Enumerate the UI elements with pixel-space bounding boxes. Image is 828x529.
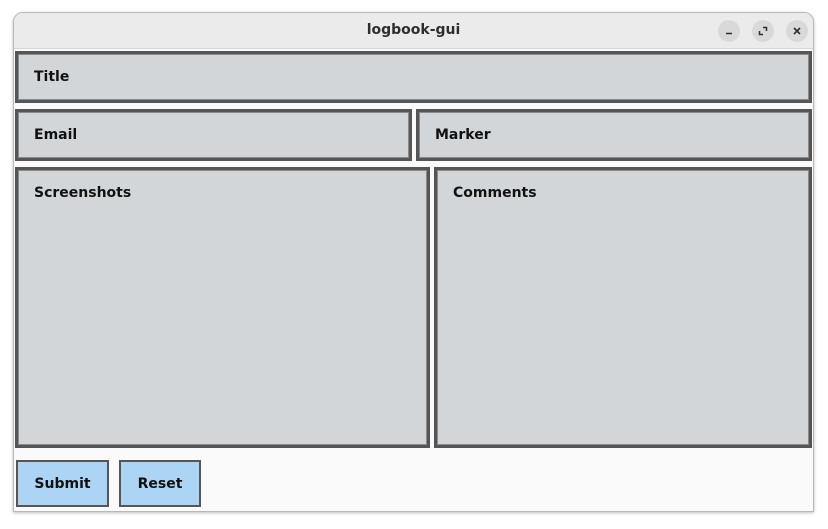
- title-label: Title: [34, 69, 70, 85]
- maximize-button[interactable]: [752, 20, 774, 42]
- reset-button[interactable]: Reset: [119, 460, 201, 507]
- comments-label: Comments: [453, 185, 537, 201]
- close-button[interactable]: [786, 20, 808, 42]
- email-field[interactable]: Email: [15, 109, 412, 161]
- title-bar[interactable]: logbook-gui: [14, 13, 813, 49]
- comments-area[interactable]: Comments: [434, 167, 812, 448]
- title-field[interactable]: Title: [15, 51, 812, 103]
- email-label: Email: [34, 127, 78, 143]
- marker-label: Marker: [435, 127, 491, 143]
- minimize-icon: [724, 26, 734, 36]
- maximize-icon: [758, 26, 768, 36]
- screenshots-label: Screenshots: [34, 185, 132, 201]
- screenshots-area[interactable]: Screenshots: [15, 167, 430, 448]
- window-title: logbook-gui: [366, 22, 461, 38]
- close-icon: [792, 26, 802, 36]
- marker-field[interactable]: Marker: [416, 109, 812, 161]
- app-window: logbook-gui Title: [13, 12, 814, 512]
- minimize-button[interactable]: [718, 20, 740, 42]
- submit-button[interactable]: Submit: [16, 460, 109, 507]
